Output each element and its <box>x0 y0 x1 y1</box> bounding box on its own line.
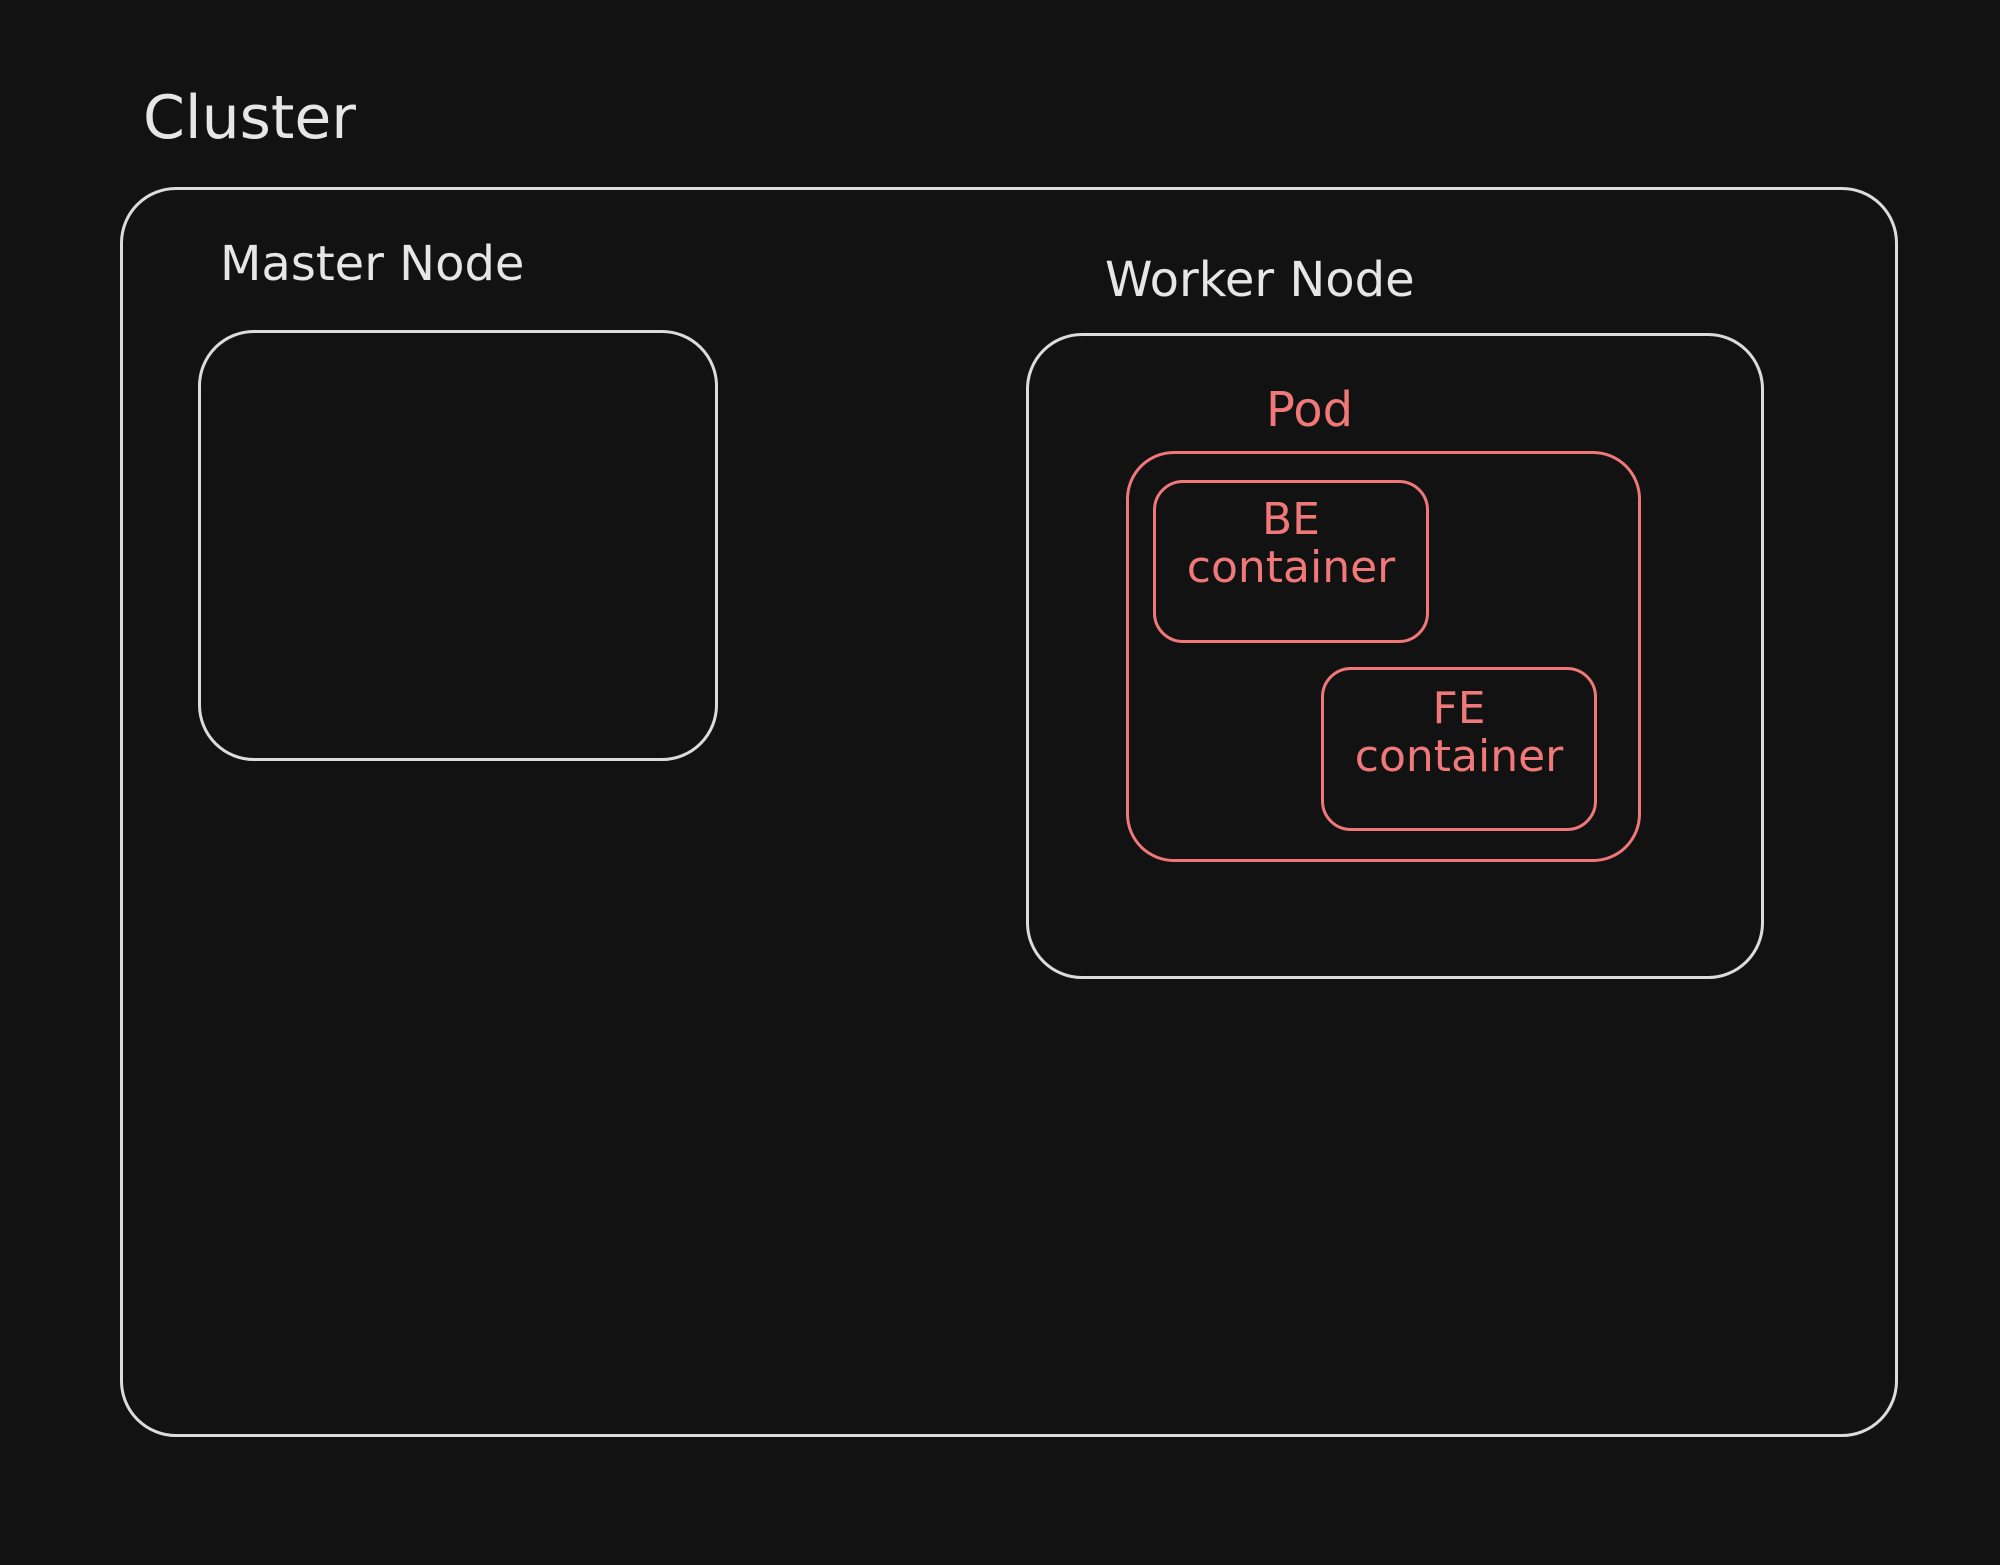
fe-container-label-line1: FE <box>1432 683 1486 734</box>
master-node-box <box>198 330 718 761</box>
be-container-label-line2: container <box>1186 542 1396 594</box>
cluster-label: Cluster <box>143 83 356 153</box>
pod-box <box>1126 451 1641 862</box>
be-container-label: BE container <box>1153 494 1429 594</box>
master-node-label: Master Node <box>220 236 525 292</box>
fe-container-box <box>1321 667 1597 831</box>
cluster-box <box>120 187 1898 1437</box>
fe-container-label: FE container <box>1321 683 1597 783</box>
worker-node-box <box>1026 333 1764 979</box>
fe-container-label-line2: container <box>1354 731 1564 783</box>
worker-node-label: Worker Node <box>1105 252 1415 308</box>
be-container-box <box>1153 480 1429 643</box>
be-container-label-line1: BE <box>1262 494 1320 545</box>
pod-label: Pod <box>1266 382 1354 438</box>
